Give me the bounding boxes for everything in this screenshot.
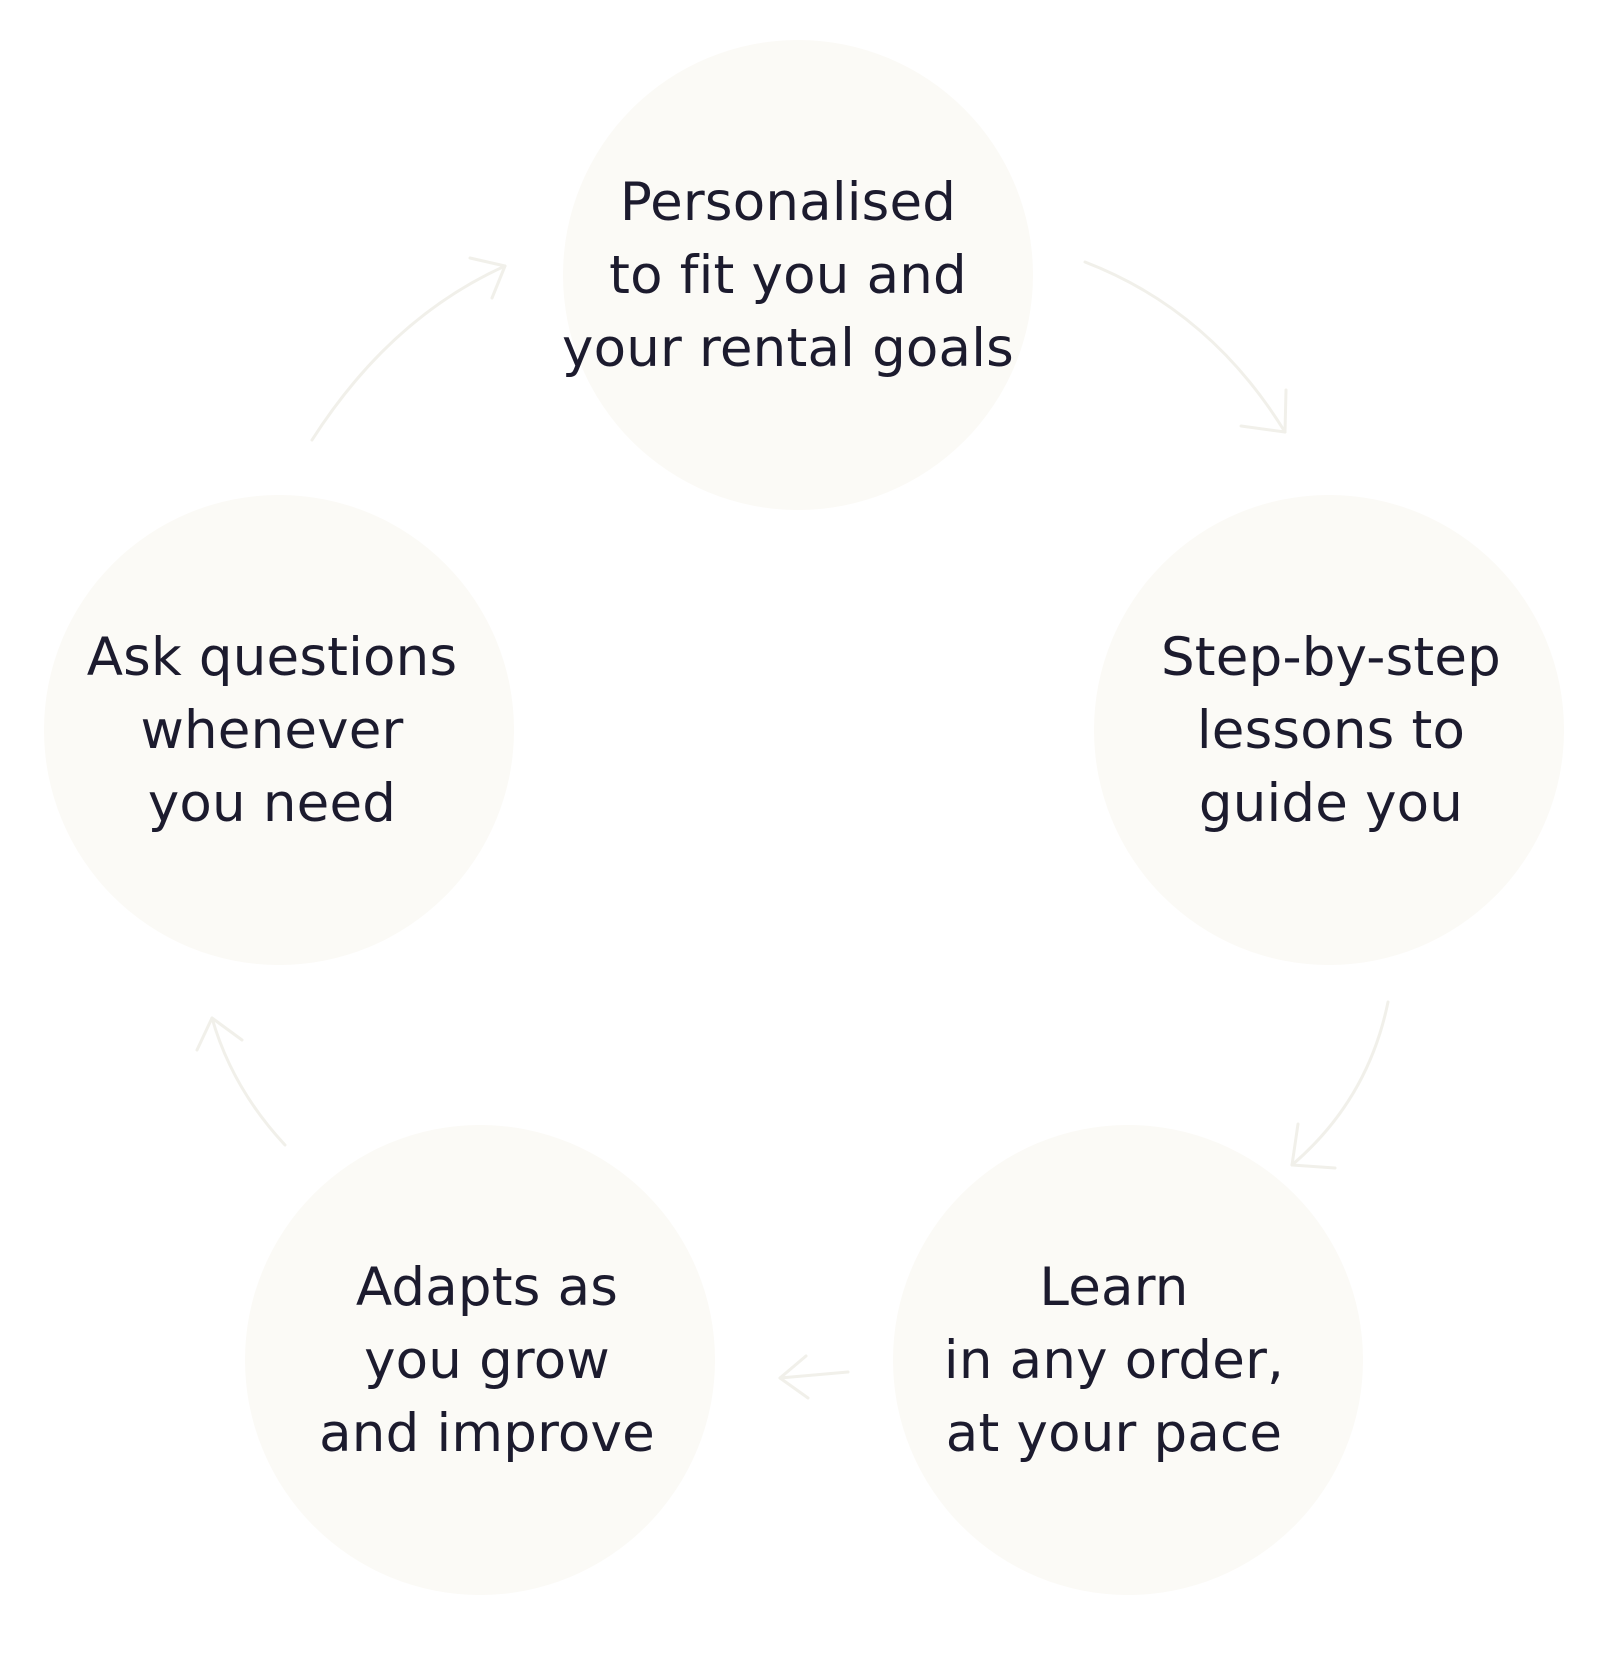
arrowhead-step-by-step-to-learn (1290, 1122, 1337, 1170)
node-ask-questions: Ask questions whenever you need (44, 495, 514, 965)
arrow-personalised-to-step-by-step (1083, 260, 1287, 434)
arrowhead-learn-to-adapts (778, 1354, 810, 1400)
arrow-adapts-to-ask (210, 1016, 287, 1147)
arrow-ask-to-personalised (310, 264, 507, 442)
node-personalised: Personalised to fit you and your rental … (562, 40, 1033, 510)
node-personalised-label: Personalised to fit you and your rental … (562, 171, 1014, 379)
node-learn-any-order-label: Learn in any order, at your pace (943, 1256, 1285, 1464)
node-adapts: Adapts as you grow and improve (245, 1125, 715, 1595)
node-learn-any-order: Learn in any order, at your pace (893, 1125, 1363, 1595)
node-adapts-label: Adapts as you grow and improve (319, 1256, 655, 1464)
node-step-by-step: Step-by-step lessons to guide you (1094, 495, 1564, 965)
arrowhead-personalised-to-step-by-step (1239, 388, 1288, 434)
arrowhead-ask-to-personalised (468, 256, 507, 300)
node-step-by-step-label: Step-by-step lessons to guide you (1160, 626, 1502, 834)
arrow-learn-to-adapts (778, 1370, 850, 1380)
node-ask-questions-label: Ask questions whenever you need (86, 626, 458, 834)
arrowhead-adapts-to-ask (195, 1016, 244, 1052)
arrow-step-by-step-to-learn (1290, 1000, 1390, 1167)
